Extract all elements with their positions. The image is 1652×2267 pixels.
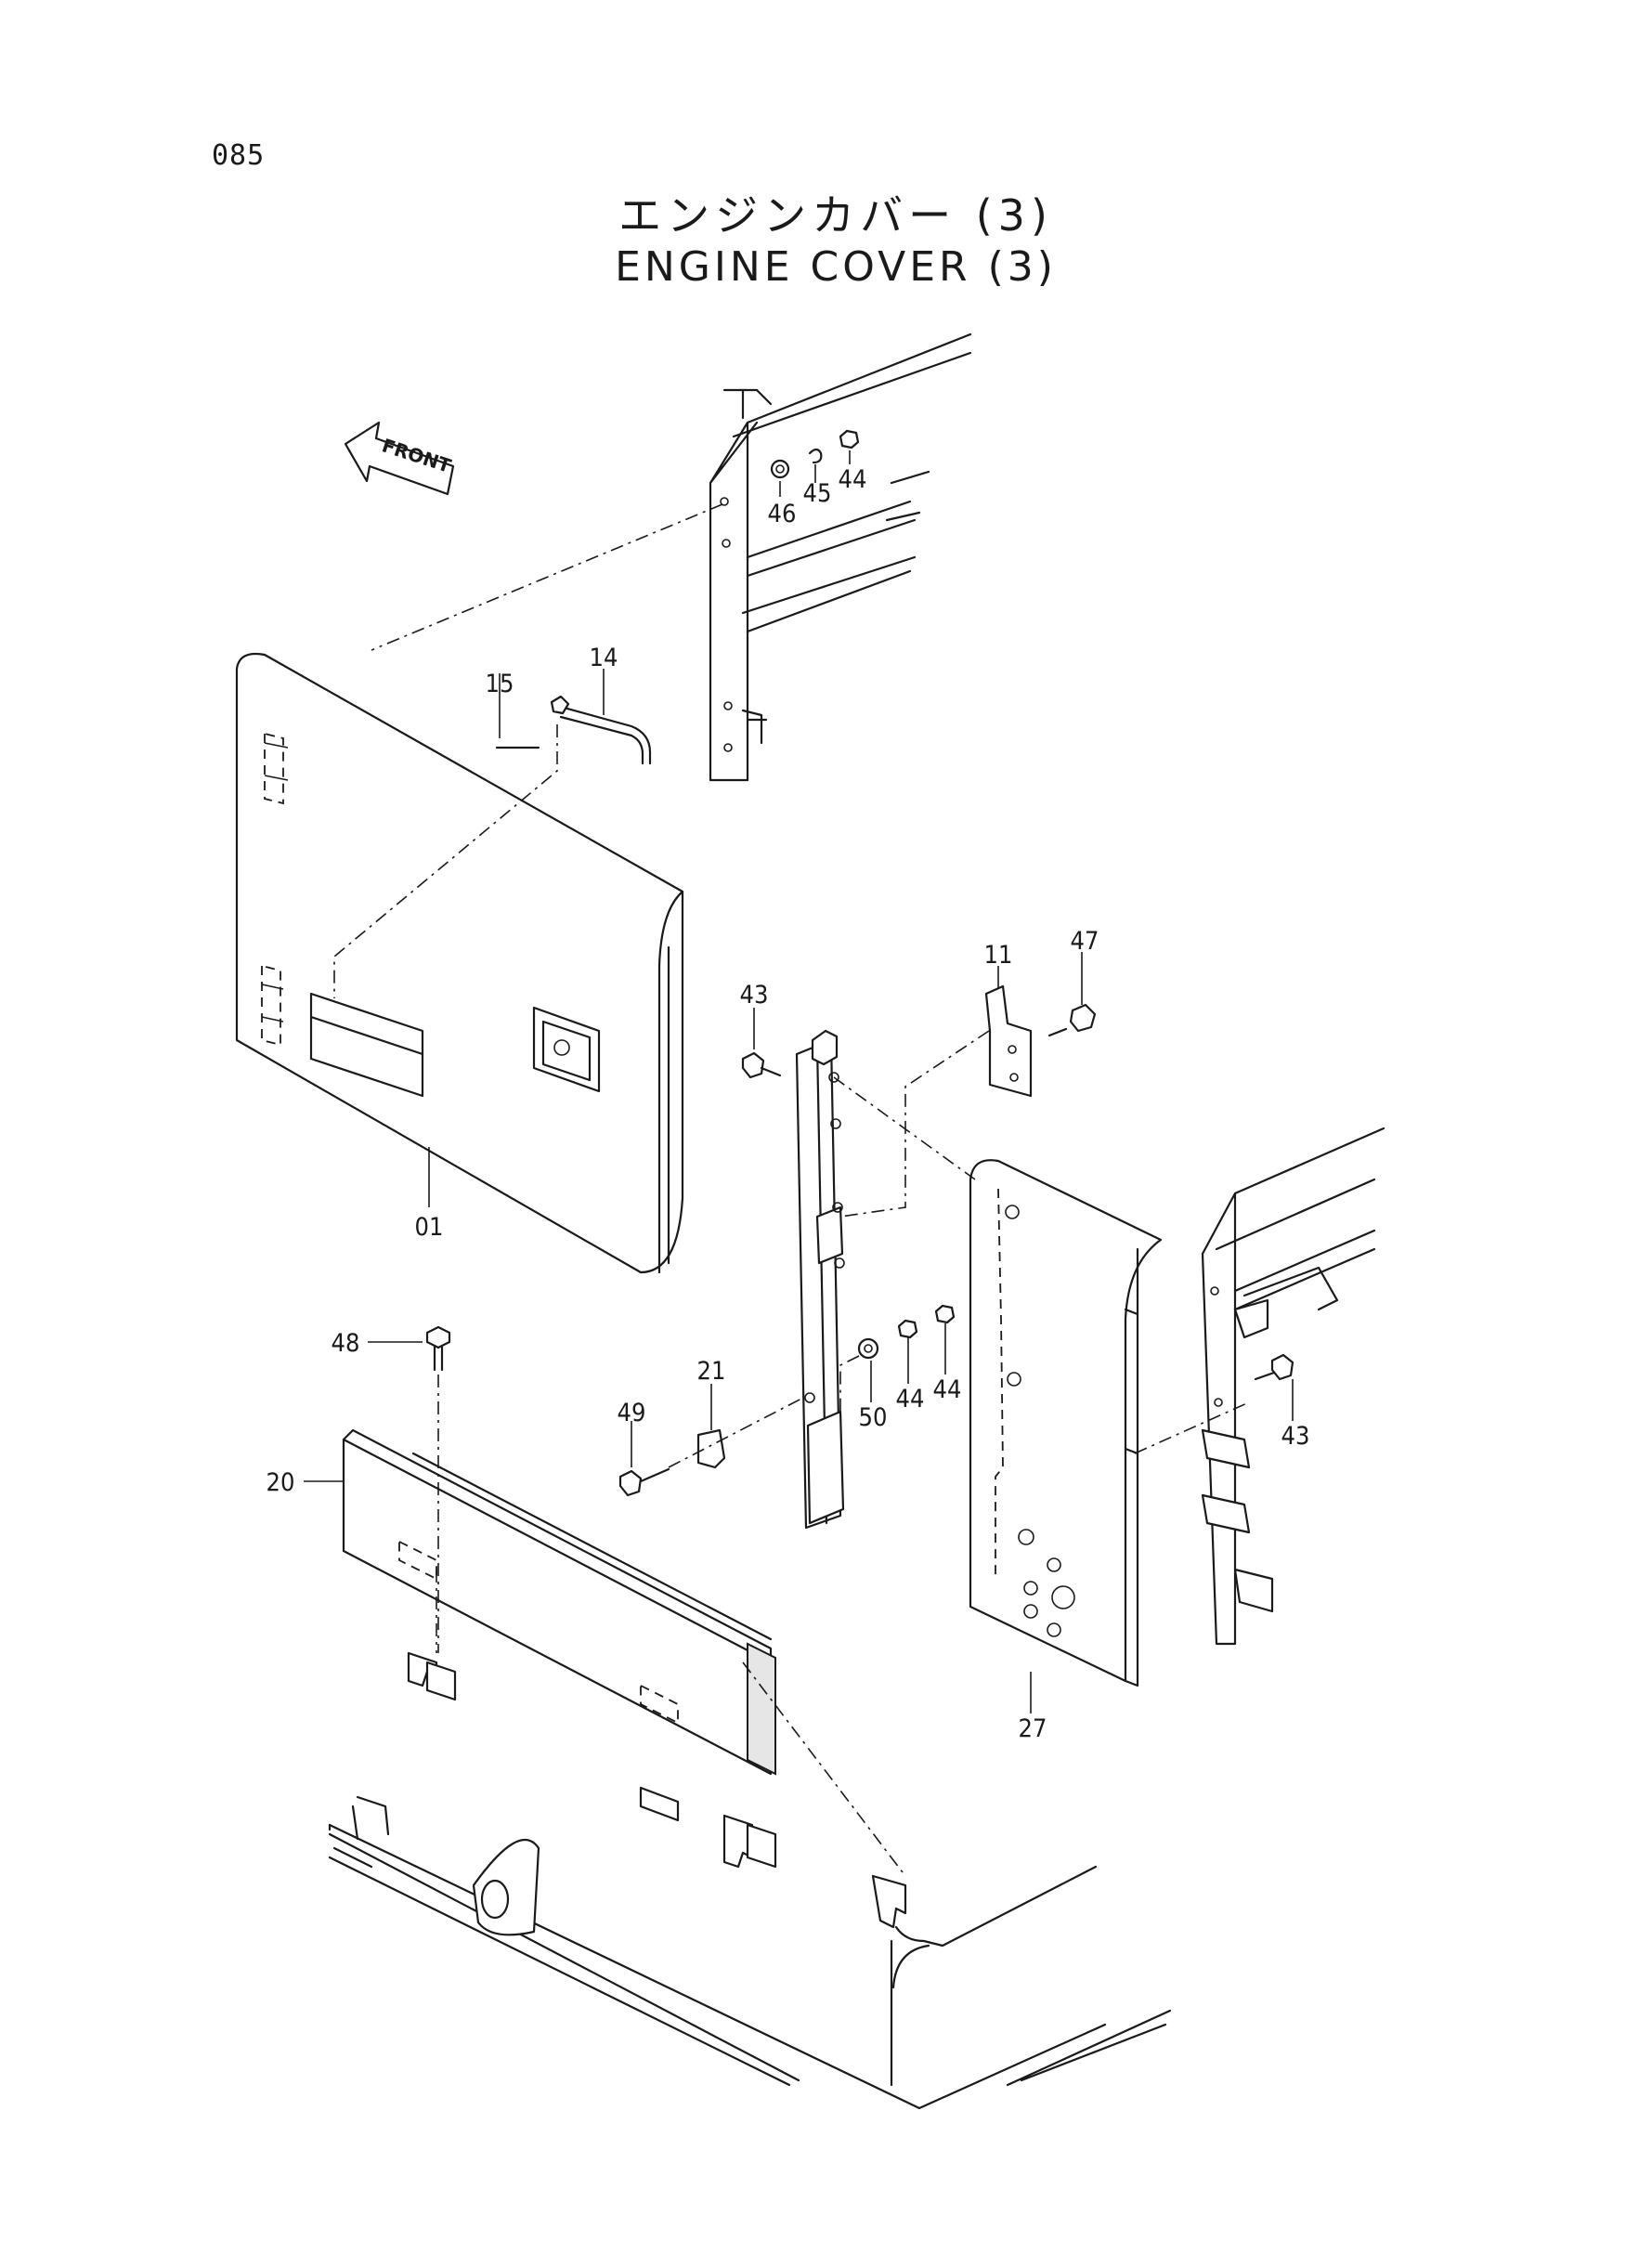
base-frame [328, 1651, 1172, 2110]
bracket-21 [696, 1428, 726, 1469]
callout-21: 21 [697, 1357, 726, 1386]
panel-01 [235, 652, 684, 1274]
callout-50: 50 [859, 1403, 888, 1432]
upper-frame [709, 332, 972, 782]
callout-45: 45 [803, 479, 832, 508]
callout-48: 48 [332, 1329, 360, 1358]
rod-14 [495, 695, 652, 765]
bolt-43-right [1254, 1353, 1294, 1381]
callout-15: 15 [486, 670, 514, 698]
bolt-48 [425, 1325, 451, 1372]
bolt-43-left [741, 1051, 782, 1079]
front-arrow: FRONT [344, 421, 455, 496]
callout-01: 01 [415, 1213, 444, 1242]
callout-lines [304, 450, 1294, 1713]
callout-43-left: 43 [740, 981, 769, 1010]
leader-lines [333, 503, 1250, 1877]
callout-46: 46 [768, 500, 797, 528]
panel-27 [969, 1159, 1163, 1687]
callout-11: 11 [984, 941, 1013, 970]
cover-20 [342, 1428, 776, 1776]
callout-47: 47 [1071, 927, 1099, 956]
callout-14: 14 [590, 644, 618, 672]
right-frame [1201, 1127, 1385, 1646]
callout-44-mid-right: 44 [933, 1375, 962, 1404]
callout-20: 20 [267, 1468, 295, 1497]
bracket-11 [984, 984, 1097, 1098]
center-post [795, 1029, 845, 1530]
callout-27: 27 [1019, 1714, 1047, 1743]
callout-labels: 46 45 44 15 14 43 11 47 01 48 21 49 50 4… [267, 465, 1310, 1743]
washers-nuts [857, 1304, 956, 1360]
bolt-49 [618, 1467, 670, 1497]
page-number: 085 [212, 139, 266, 172]
callout-44-mid-left: 44 [896, 1385, 925, 1414]
callout-49: 49 [618, 1399, 646, 1427]
callout-44-top: 44 [839, 465, 867, 494]
title-english: ENGINE COVER (3) [615, 243, 1057, 291]
callout-43-right: 43 [1281, 1422, 1310, 1451]
title-japanese: エンジンカバー (3) [618, 190, 1053, 241]
